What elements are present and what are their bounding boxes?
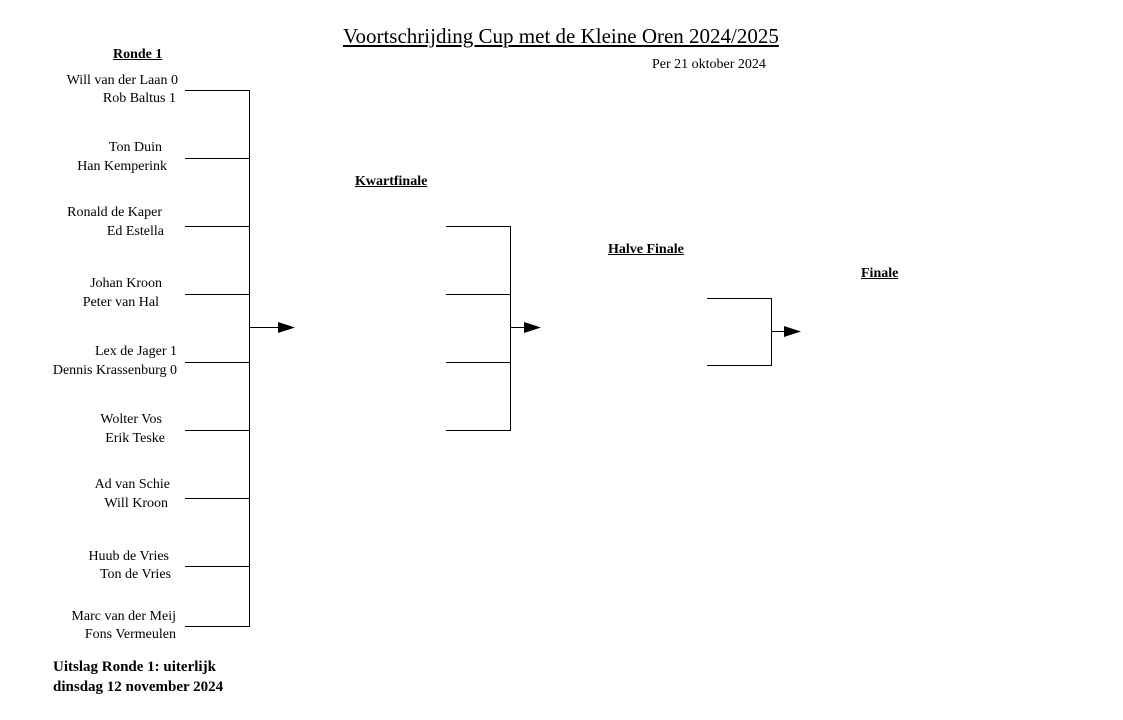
semifinal-heading: Halve Finale <box>608 242 684 257</box>
player-2b: Han Kemperink <box>77 159 167 174</box>
deadline-line-1: Uitslag Ronde 1: uiterlijk <box>53 659 216 675</box>
player-7b: Will Kroon <box>104 496 168 511</box>
player-5a: Lex de Jager 1 <box>94 344 177 359</box>
deadline-line-2: dinsdag 12 november 2024 <box>53 679 224 695</box>
player-9a: Marc van der Meij <box>71 609 176 624</box>
player-9b: Fons Vermeulen <box>84 627 176 642</box>
final-heading: Finale <box>861 266 899 281</box>
player-7a: Ad van Schie <box>94 477 170 492</box>
player-1b: Rob Baltus 1 <box>102 91 176 106</box>
quarterfinal-bracket <box>446 226 526 431</box>
round-1-heading: Ronde 1 <box>113 47 163 62</box>
player-6a: Wolter Vos <box>100 412 162 427</box>
round-1-bracket <box>185 90 280 627</box>
semifinal-arrow-icon <box>784 326 801 337</box>
round-1-arrow-icon <box>278 322 295 333</box>
quarterfinal-heading: Kwartfinale <box>355 174 428 189</box>
player-4a: Johan Kroon <box>90 276 162 291</box>
player-2a: Ton Duin <box>108 140 162 155</box>
quarterfinal-arrow-icon <box>524 322 541 333</box>
player-8b: Ton de Vries <box>99 567 171 582</box>
player-8a: Huub de Vries <box>88 549 169 564</box>
player-3b: Ed Estella <box>106 224 164 239</box>
page-title: Voortschrijding Cup met de Kleine Oren 2… <box>343 24 779 48</box>
player-3a: Ronald de Kaper <box>67 205 162 220</box>
player-6b: Erik Teske <box>105 431 165 446</box>
deadline-note: Uitslag Ronde 1: uiterlijk dinsdag 12 no… <box>53 657 223 697</box>
date-label: Per 21 oktober 2024 <box>652 57 766 72</box>
player-1a: Will van der Laan 0 <box>66 73 178 88</box>
player-5b: Dennis Krassenburg 0 <box>52 363 177 378</box>
player-4b: Peter van Hal <box>82 295 159 310</box>
semifinal-bracket <box>707 298 786 366</box>
